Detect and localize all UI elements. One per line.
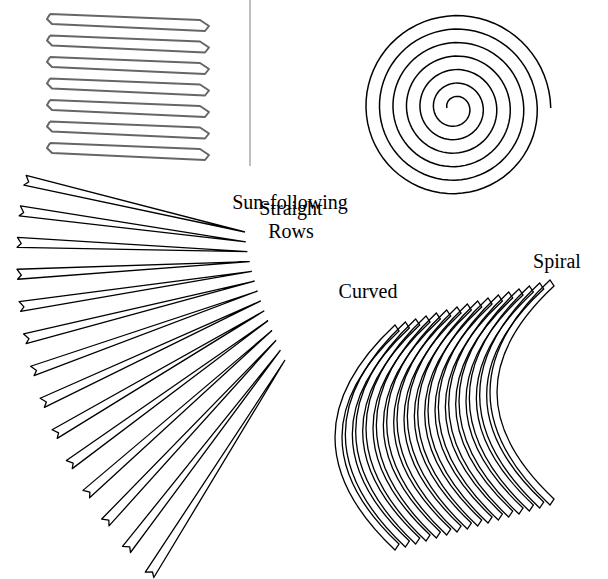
spiral-path [366, 16, 551, 194]
sun-following-fan [17, 175, 285, 577]
row-loop [47, 79, 209, 96]
curved-loop [480, 283, 544, 508]
fan-loop [102, 340, 276, 526]
fan-loop [40, 301, 261, 407]
pattern-label: Curved [326, 280, 410, 303]
straight-rows [47, 0, 250, 166]
row-loop [47, 143, 209, 160]
fan-loop [145, 360, 285, 578]
fan-loop [19, 206, 246, 242]
fan-loop [52, 311, 264, 439]
curved-loop [490, 280, 554, 505]
row-loop [47, 14, 209, 31]
fan-loop [17, 237, 247, 251]
pattern-label: Spiral [522, 250, 592, 273]
row-loop [47, 36, 209, 53]
fan-loop [83, 330, 272, 497]
row-loop [47, 122, 209, 139]
row-loop [47, 100, 209, 117]
divider-line [249, 0, 251, 166]
pattern-label: Sun-following [210, 191, 370, 214]
row-loop [47, 57, 209, 74]
fan-loop [66, 321, 268, 469]
fan-loop [123, 350, 281, 552]
curved-rows [335, 280, 554, 550]
fan-loop [24, 281, 255, 343]
